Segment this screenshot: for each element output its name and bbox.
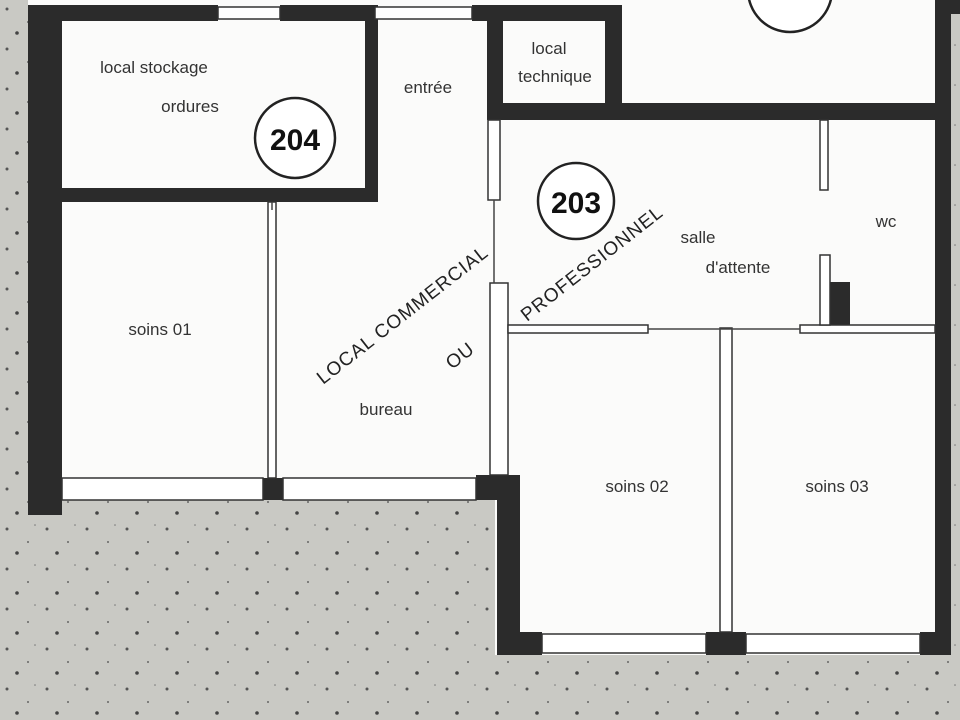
- label-office: bureau: [360, 400, 413, 419]
- label-technical-line2: technique: [518, 67, 592, 86]
- label-care-3: soins 03: [805, 477, 868, 496]
- label-waiting: salle: [681, 228, 716, 247]
- walls: [28, 0, 960, 655]
- windows-and-partitions: [61, 6, 936, 654]
- unit-203-circle: [536, 161, 616, 241]
- label-entrance: entrée: [404, 78, 452, 97]
- label-technical: local: [532, 39, 567, 58]
- label-storage: local stockage: [100, 58, 208, 77]
- unit-204-circle: [253, 96, 337, 180]
- door-lines: [271, 200, 800, 330]
- label-waiting-line2: d'attente: [706, 258, 771, 277]
- label-storage-line2: ordures: [161, 97, 219, 116]
- unit-202-circle-partial: [747, 0, 833, 34]
- label-care-2: soins 02: [605, 477, 668, 496]
- label-care-1: soins 01: [128, 320, 191, 339]
- unit-203-number: 203: [551, 187, 601, 220]
- unit-204-number: 204: [270, 124, 320, 157]
- label-wc: wc: [875, 212, 897, 231]
